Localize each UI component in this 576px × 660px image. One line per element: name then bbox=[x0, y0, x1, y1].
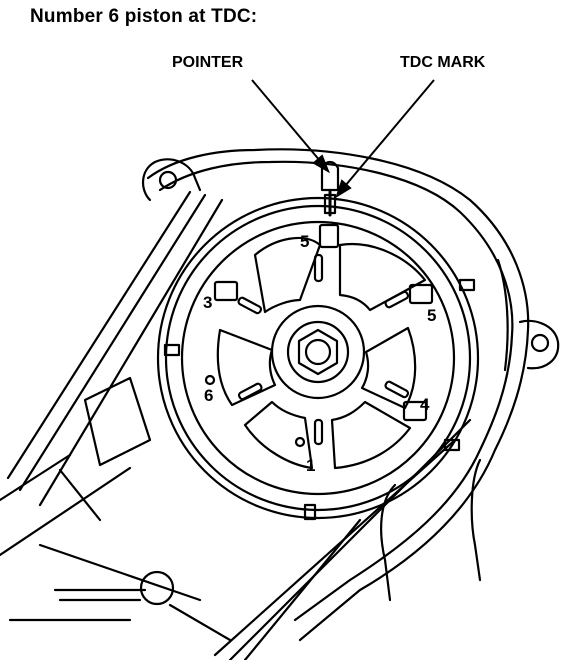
pulley-bolt-face bbox=[304, 338, 332, 366]
belt-left-edge bbox=[6, 190, 192, 480]
tdc-mark-leader bbox=[339, 79, 435, 193]
mount-boss-right bbox=[518, 319, 560, 370]
housing-lower-right bbox=[470, 458, 482, 582]
pulley-hub-flange bbox=[180, 220, 456, 496]
belt-left-outer bbox=[18, 193, 207, 492]
mark-dot-left bbox=[204, 374, 216, 386]
pulley-window-bottom-left bbox=[243, 400, 314, 470]
mount-hole-right bbox=[530, 333, 550, 353]
lower-pulley-boss bbox=[139, 570, 175, 606]
timing-cover-outline bbox=[146, 148, 530, 642]
figure-title: Number 6 piston at TDC: bbox=[30, 6, 258, 27]
block-line-4 bbox=[38, 543, 202, 602]
slot-top bbox=[313, 253, 324, 283]
mount-boss-left bbox=[142, 158, 202, 202]
slot-lower-right bbox=[384, 380, 410, 399]
block-bracket bbox=[83, 376, 152, 467]
pulley-outer-ring bbox=[156, 196, 480, 520]
pulley-window-bottom-right bbox=[330, 400, 412, 470]
block-line-7 bbox=[168, 603, 232, 642]
mark-pad-upper-right bbox=[408, 283, 434, 305]
pulley-window-left bbox=[216, 328, 277, 407]
pulley-mark-right: 4 bbox=[420, 395, 430, 414]
pulley-mark-top: 5 bbox=[300, 232, 309, 251]
cover-tab-bottom-right bbox=[443, 438, 461, 452]
belt-right-edge bbox=[243, 518, 362, 660]
block-line-1 bbox=[0, 466, 132, 557]
housing-right-contour bbox=[496, 258, 509, 372]
pulley-window-top-left bbox=[253, 236, 322, 314]
mount-hole-left bbox=[158, 170, 178, 190]
mark-dot-lower bbox=[294, 436, 306, 448]
pulley-hub-outer bbox=[270, 304, 366, 400]
cover-tab-bottom bbox=[303, 503, 317, 521]
slot-lower-left bbox=[237, 382, 263, 401]
mark-pad-top bbox=[318, 223, 340, 249]
slot-upper-left bbox=[237, 296, 263, 315]
tdc-mark-label: TDC MARK bbox=[400, 54, 486, 71]
cover-tab-right bbox=[458, 278, 476, 292]
pulley-mark-bottom: 1 bbox=[306, 456, 315, 475]
pulley-hub-inner bbox=[286, 320, 350, 384]
cover-tab-left bbox=[163, 343, 181, 357]
pulley-mark-left: 6 bbox=[204, 386, 213, 405]
pulley-center-bolt bbox=[297, 328, 339, 376]
pulley-window-top-right bbox=[338, 243, 427, 312]
block-line-3 bbox=[0, 453, 72, 502]
slot-bottom bbox=[313, 418, 324, 446]
pulley-mark-upper-left: 3 bbox=[203, 293, 212, 312]
tdc-mark-leader-arrowhead bbox=[335, 179, 352, 199]
block-line-2 bbox=[58, 468, 102, 522]
pointer-leader bbox=[251, 79, 327, 169]
mark-pad-upper-left bbox=[213, 280, 239, 302]
pulley-mark-upper-right: 5 bbox=[427, 306, 436, 325]
slot-upper-right bbox=[384, 290, 410, 309]
pulley-outer-ring-inner bbox=[164, 204, 472, 512]
pointer-leader-arrowhead bbox=[312, 154, 330, 174]
pointer-label: POINTER bbox=[172, 54, 244, 71]
mark-pad-lower-right bbox=[402, 400, 428, 422]
